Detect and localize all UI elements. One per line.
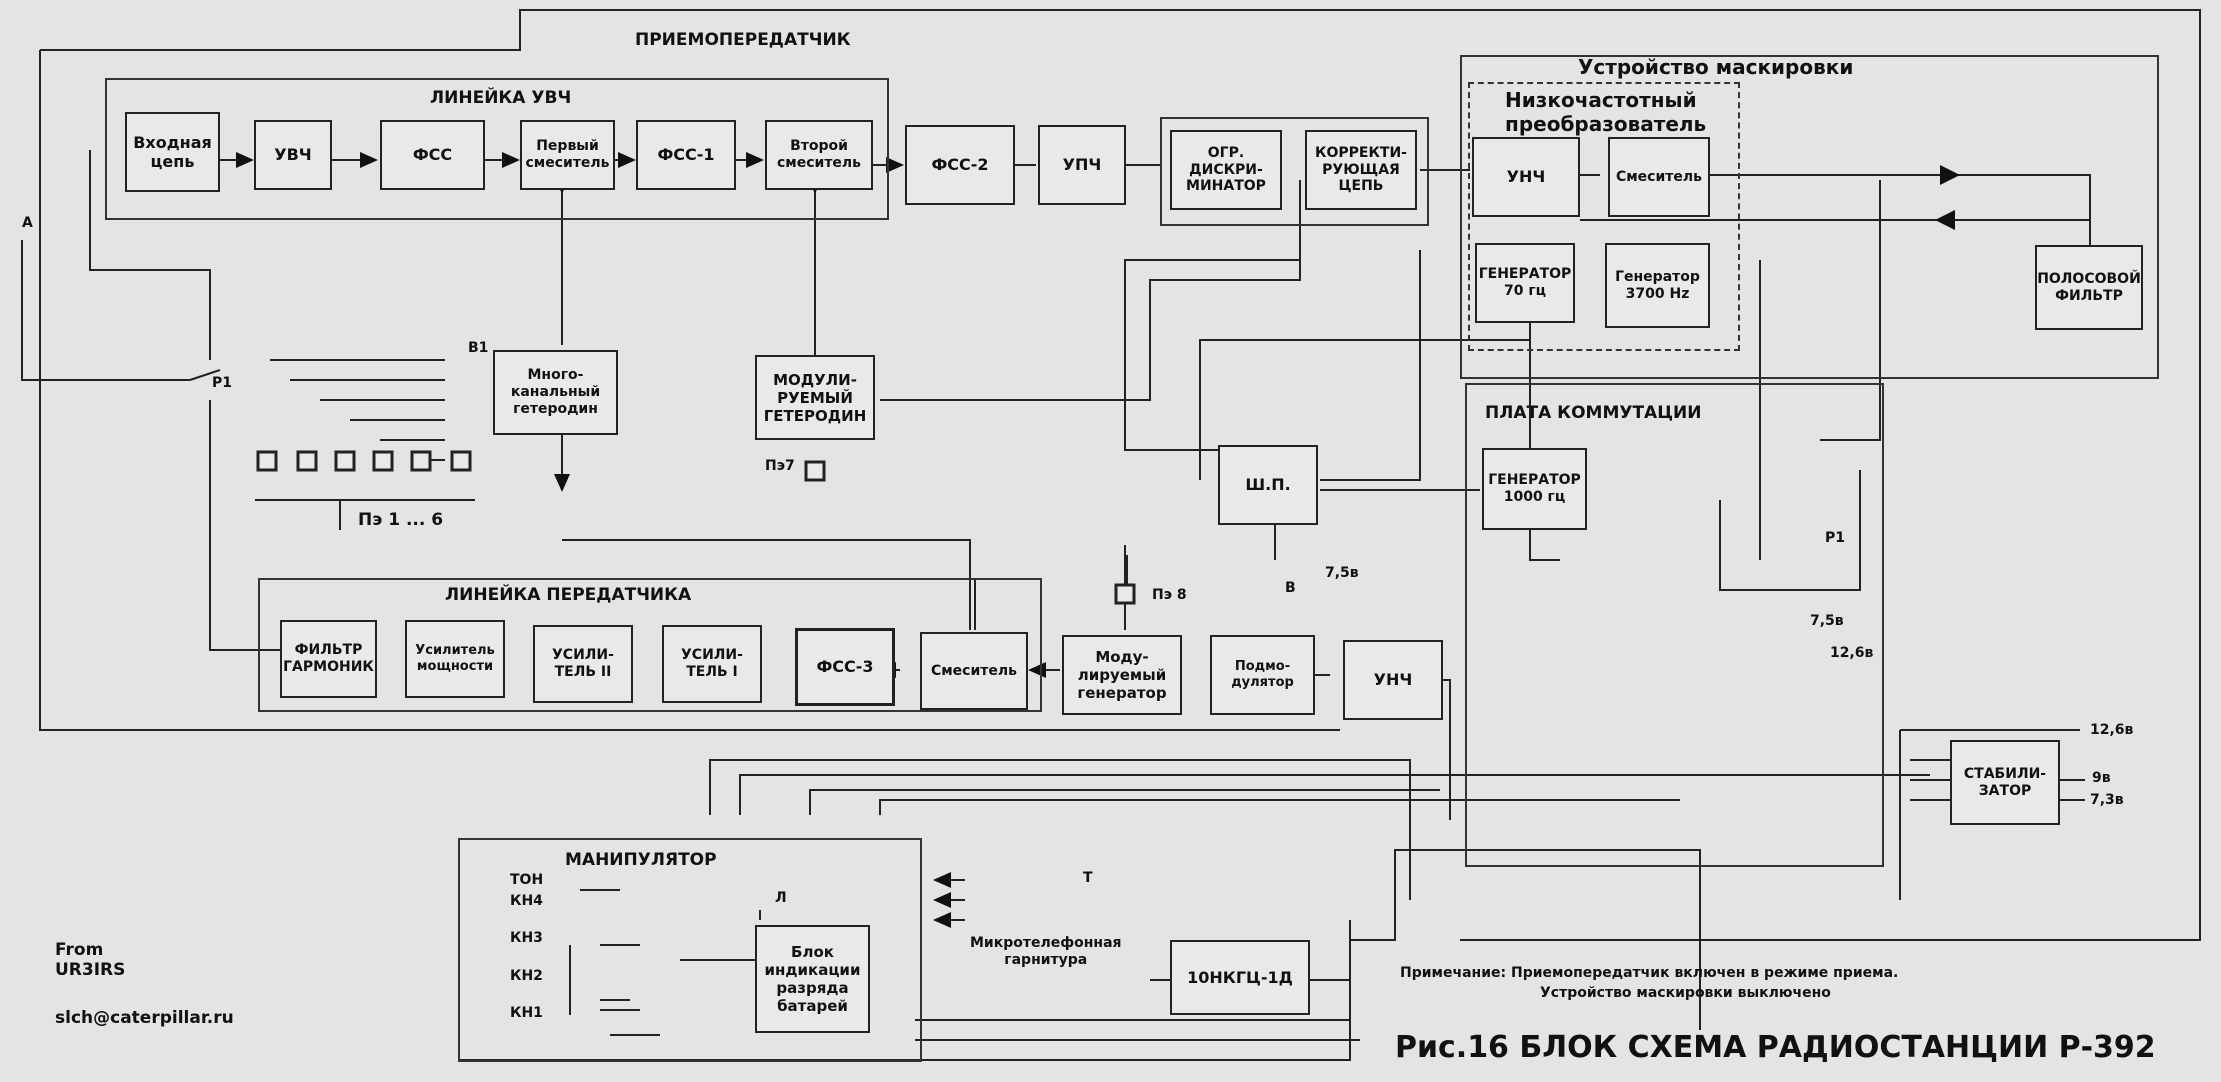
block-modulated-lo: МОДУЛИ- РУЕМЫЙ ГЕТЕРОДИН [755,355,875,440]
figure-caption: Рис.16 БЛОК СХЕМА РАДИОСТАНЦИИ Р-392 [1395,1030,2156,1065]
block-mixer-lf: Смеситель [1608,137,1710,217]
label-t: Т [1083,870,1093,886]
block-mod-gen: Моду- лируемый генератор [1062,635,1182,715]
switch-board-group [1465,383,1884,867]
label-l: Л [775,890,787,906]
masking-group [1460,55,2159,379]
block-fss3: ФСС-3 [795,628,895,706]
block-stabilizer: СТАБИЛИ- ЗАТОР [1950,740,2060,825]
label-out-9: 9в [2092,770,2111,786]
block-mixer2: Второй смеситель [765,120,873,190]
block-uvch: УВЧ [254,120,332,190]
lf-converter-group [1468,82,1740,351]
manipulator-group [458,838,922,1062]
block-gen1000: ГЕНЕРАТОР 1000 гц [1482,448,1587,530]
tx-line-label: ЛИНЕЙКА ПЕРЕДАТЧИКА [445,585,692,605]
label-kn2: КН2 [510,968,543,984]
label-b1: В1 [468,340,489,356]
note-line-1: Примечание: Приемопередатчик включен в р… [1400,965,1899,981]
discr-group [1160,117,1429,226]
lf-converter-label: Низкочастотный преобразователь [1505,88,1707,136]
label-kn3: КН3 [510,930,543,946]
label-headset: Микротелефонная гарнитура [970,935,1122,968]
masking-label: Устройство маскировки [1578,55,1854,79]
block-harmonic-filter: ФИЛЬТР ГАРМОНИК [280,620,377,698]
rf-line-group [105,78,889,220]
switch-board-label: ПЛАТА КОММУТАЦИИ [1485,403,1702,423]
block-battery: 10НКГЦ-1Д [1170,940,1310,1015]
block-amp2: УСИЛИ- ТЕЛЬ II [533,625,633,703]
label-out-12-6: 12,6в [2090,722,2134,738]
block-power-amp: Усилитель мощности [405,620,505,698]
block-input: Входная цепь [125,112,220,192]
rf-line-label: ЛИНЕЙКА УВЧ [430,88,572,108]
block-fss1: ФСС-1 [636,120,736,190]
block-amp1: УСИЛИ- ТЕЛЬ I [662,625,762,703]
block-unch-tx: УНЧ [1343,640,1443,720]
note-line-2: Устройство маскировки выключено [1540,985,1831,1001]
label-antenna: А [22,215,33,231]
block-upch: УПЧ [1038,125,1126,205]
block-fss2: ФСС-2 [905,125,1015,205]
from-label: From UR3IRS [55,940,126,981]
block-unch-mask: УНЧ [1472,137,1580,217]
label-out-7-3: 7,3в [2090,792,2124,808]
tx-line-group [258,578,1042,712]
label-p1: Р1 [212,375,233,391]
label-7-5v-board: 7,5в [1810,613,1844,629]
label-p1-board: Р1 [1825,530,1846,546]
label-12-6v-board: 12,6в [1830,645,1874,661]
label-kn1: КН1 [510,1005,543,1021]
block-fss: ФСС [380,120,485,190]
label-pe1-6: Пэ 1 ... 6 [358,510,444,530]
block-bandpass: ПОЛОСОВОЙ ФИЛЬТР [2035,245,2143,330]
block-discriminator: ОГР. ДИСКРИ- МИНАТОР [1170,130,1282,210]
block-gen70: ГЕНЕРАТОР 70 гц [1475,243,1575,323]
block-mixer1: Первый смеситель [520,120,615,190]
block-submodulator: Подмо- дулятор [1210,635,1315,715]
block-battery-indicator: Блок индикации разряда батарей [755,925,870,1033]
label-pe7: Пэ7 [765,458,795,474]
label-ton: ТОН [510,872,544,888]
label-7-5v: 7,5в [1325,565,1359,581]
block-correcting: КОРРЕКТИ- РУЮЩАЯ ЦЕПЬ [1305,130,1417,210]
block-gen3700: Генератор 3700 Hz [1605,243,1710,328]
block-shp: Ш.П. [1218,445,1318,525]
label-b-switch: В [1285,580,1296,596]
label-pe8: Пэ 8 [1152,587,1187,603]
email-label: slch@caterpillar.ru [55,1008,234,1028]
block-mixer-tx: Смеситель [920,632,1028,710]
label-kn4: КН4 [510,893,543,909]
transceiver-label: ПРИЕМОПЕРЕДАТЧИК [635,30,851,50]
manipulator-label: МАНИПУЛЯТОР [565,850,717,870]
block-multichannel-lo: Много- канальный гетеродин [493,350,618,435]
